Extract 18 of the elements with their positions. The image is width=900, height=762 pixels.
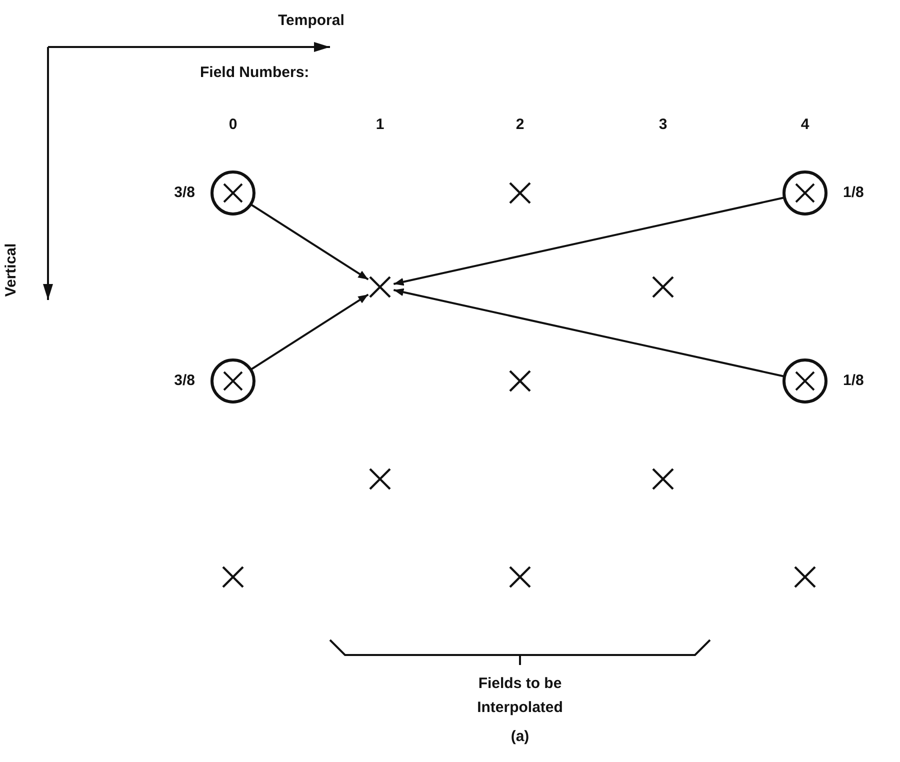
arrow — [251, 204, 369, 280]
arrow — [393, 288, 784, 378]
field-number: 2 — [516, 116, 524, 133]
weight-label: 1/8 — [843, 372, 864, 389]
field-number: 1 — [376, 116, 384, 133]
arrow — [393, 196, 784, 286]
bracket-label: Fields to be Interpolated — [476, 674, 564, 718]
weight-label: 3/8 — [174, 184, 195, 201]
field-number: 4 — [800, 116, 810, 133]
field-number: 0 — [228, 116, 238, 133]
axis-label: Temporal — [278, 12, 344, 29]
axis-label: Vertical — [2, 243, 20, 297]
weight-label: 3/8 — [174, 372, 195, 389]
weight-label: 1/8 — [843, 184, 864, 201]
heading-label: Field Numbers: — [200, 64, 310, 81]
arrow — [251, 294, 369, 370]
caption: (a) — [510, 728, 530, 745]
field-number: 3 — [658, 116, 668, 133]
